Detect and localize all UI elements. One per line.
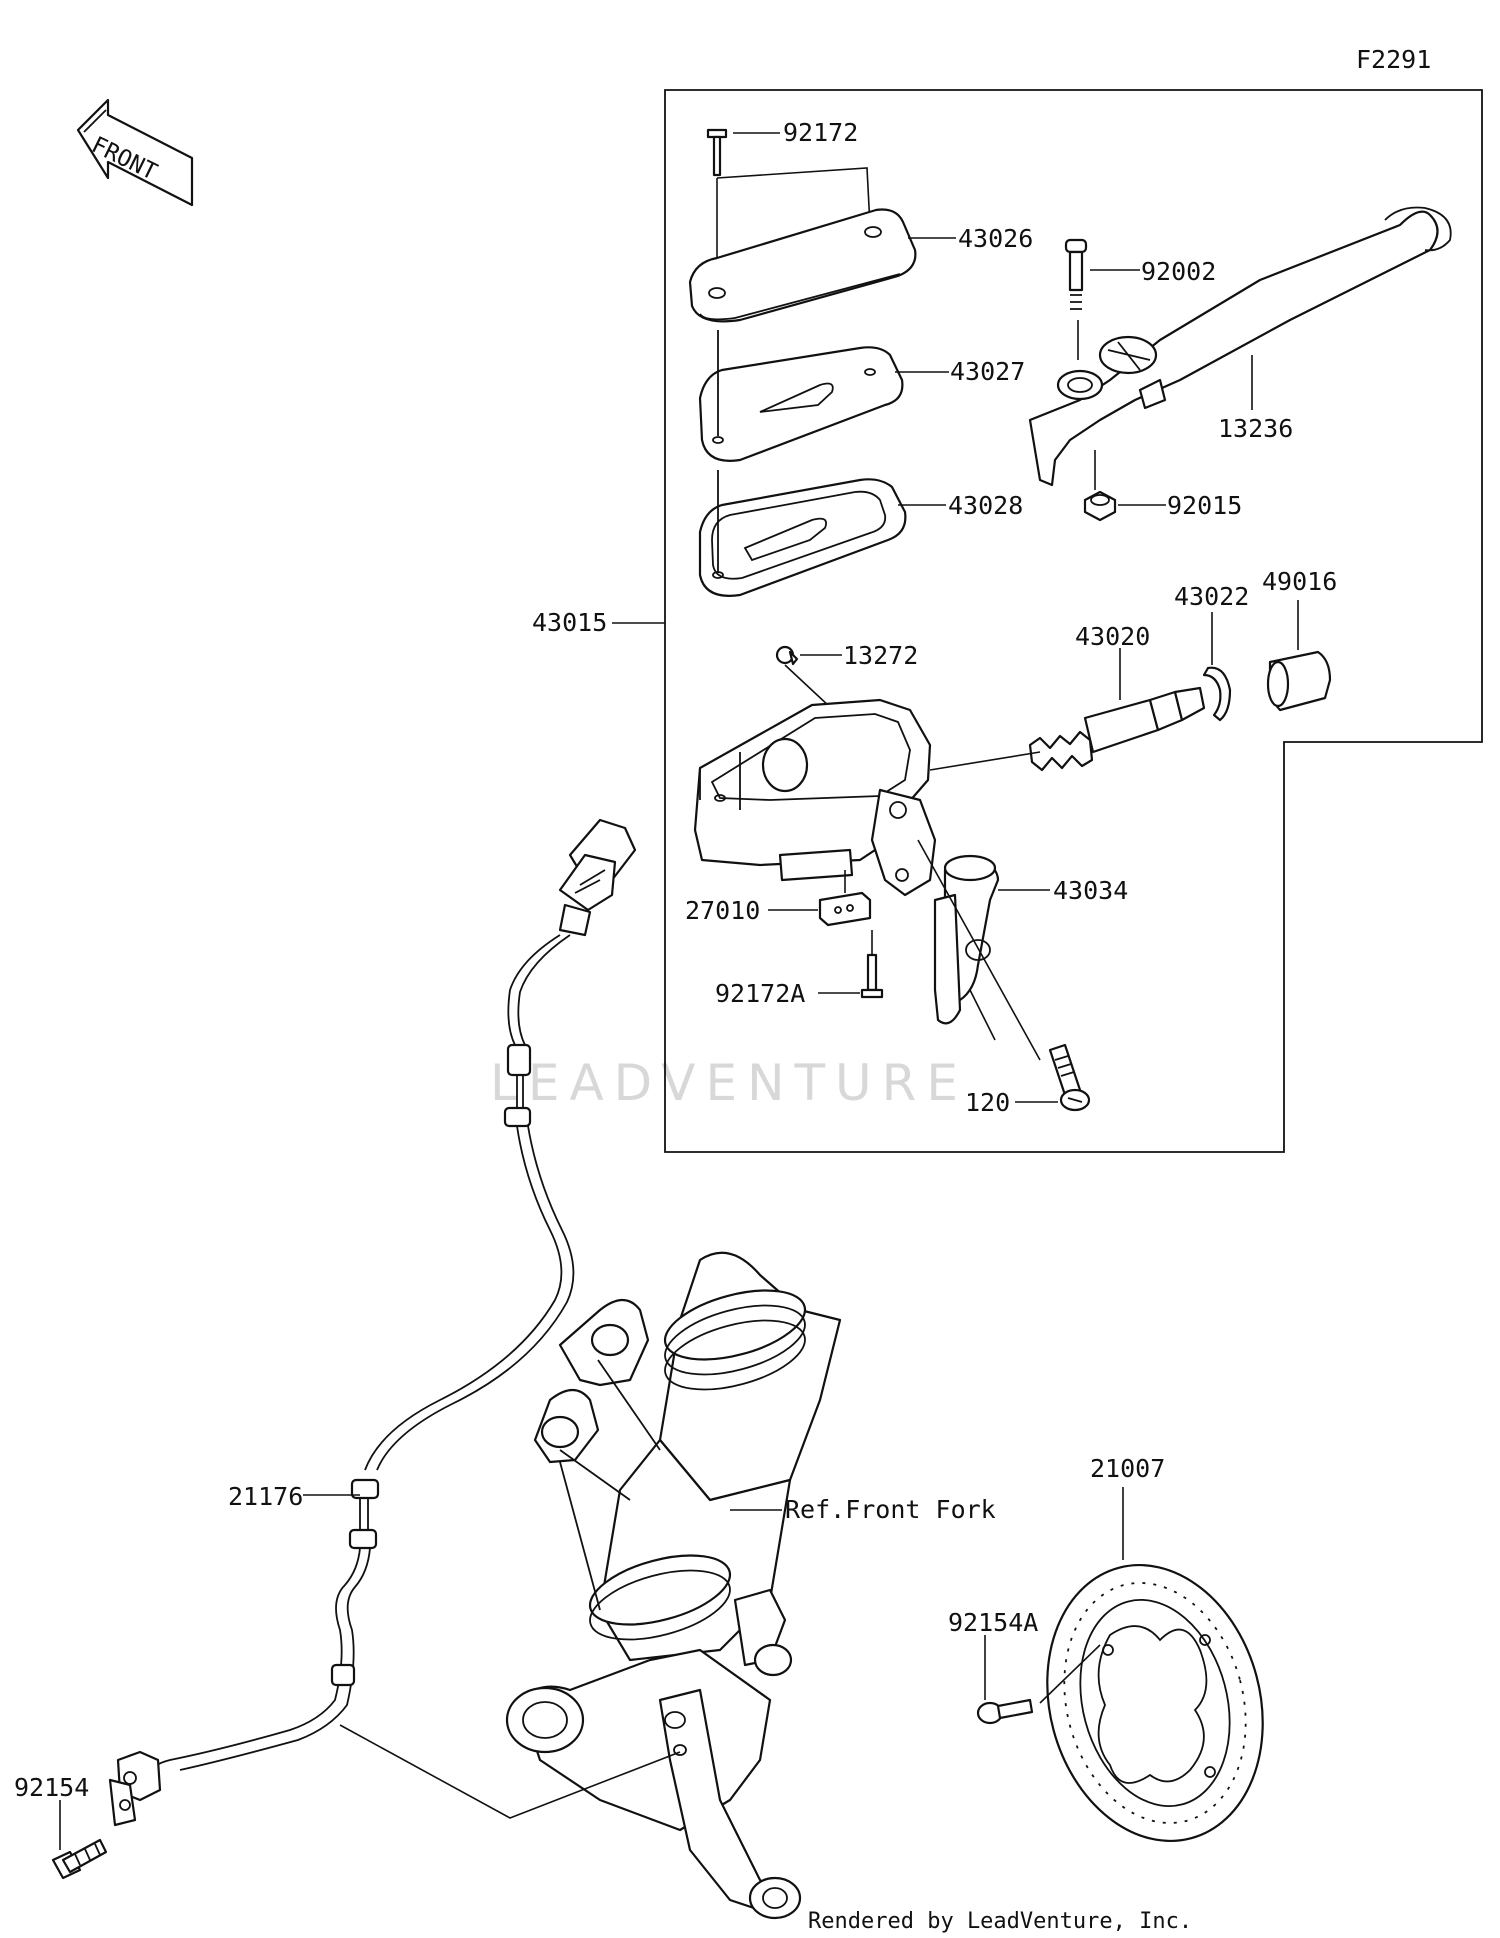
lever-nut-92015 — [1083, 490, 1117, 522]
assembly-boundary — [664, 89, 1483, 1153]
label-92172: 92172 — [783, 118, 858, 147]
diaphragm-43028 — [698, 470, 907, 597]
dust-boot-49016 — [1266, 650, 1332, 712]
label-13272: 13272 — [843, 641, 918, 670]
label-120: 120 — [965, 1088, 1010, 1117]
brake-switch-27010 — [818, 870, 872, 927]
sensor-rotor-21007 — [1046, 1563, 1264, 1843]
label-43020: 43020 — [1075, 622, 1150, 651]
clamp-bolt-120 — [1048, 1043, 1091, 1112]
label-21007: 21007 — [1090, 1454, 1165, 1483]
label-43026: 43026 — [958, 224, 1033, 253]
abs-sensor-cable-21176 — [108, 818, 637, 1827]
reservoir-cap-43026 — [688, 208, 917, 323]
footer-credit: Rendered by LeadVenture, Inc. — [808, 1909, 1192, 1934]
pivot-bolt-92002 — [1064, 238, 1088, 310]
label-92154: 92154 — [14, 1773, 89, 1802]
label-43034: 43034 — [1053, 876, 1128, 905]
piston-43020 — [1028, 686, 1206, 772]
bolt-92154 — [51, 1838, 108, 1880]
bleeder-cap-13272 — [775, 645, 799, 666]
holder-clamp-43034 — [933, 854, 1000, 1025]
label-43015: 43015 — [532, 608, 607, 637]
ref-front-fork-label: Ref.Front Fork — [785, 1495, 996, 1524]
screw-92172A — [860, 930, 884, 999]
label-13236: 13236 — [1218, 414, 1293, 443]
bolt-92154A — [976, 1698, 1034, 1725]
diaphragm-plate-43027 — [698, 330, 904, 462]
label-92172A: 92172A — [715, 979, 805, 1008]
label-92002: 92002 — [1141, 257, 1216, 286]
screw-92172 — [706, 128, 728, 177]
label-27010: 27010 — [685, 896, 760, 925]
front-fork-reference — [505, 1251, 842, 1920]
label-43027: 43027 — [950, 357, 1025, 386]
circlip-43022 — [1202, 666, 1232, 722]
front-arrow-icon: FRONT — [76, 98, 194, 207]
master-cylinder-body — [693, 698, 937, 897]
label-92015: 92015 — [1167, 491, 1242, 520]
label-92154A: 92154A — [948, 1608, 1038, 1637]
diagram-code: F2291 — [1356, 45, 1431, 74]
label-43022: 43022 — [1174, 582, 1249, 611]
label-49016: 49016 — [1262, 567, 1337, 596]
brake-lever-13236 — [1028, 206, 1452, 487]
label-21176: 21176 — [228, 1482, 303, 1511]
watermark: LEADVENTURE — [490, 1054, 968, 1112]
label-43028: 43028 — [948, 491, 1023, 520]
